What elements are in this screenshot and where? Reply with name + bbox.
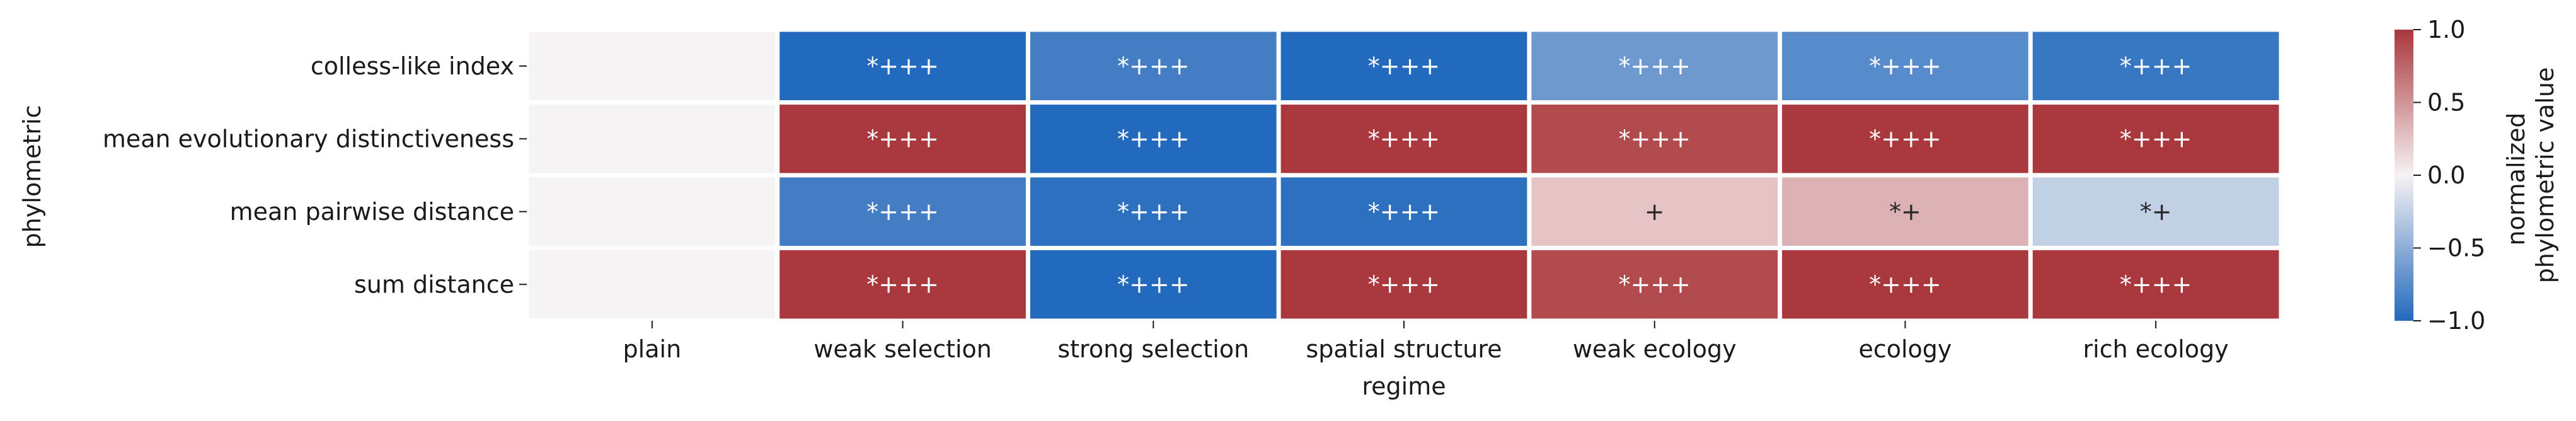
- colorbar: [2395, 30, 2413, 321]
- heatmap-cell-r3-c4: [1531, 250, 1778, 319]
- cell-annotation-r3-c4: *+++: [1618, 270, 1691, 298]
- heatmap-cell-r2-c1: [779, 177, 1026, 246]
- colorbar-tick-label: −0.5: [2427, 234, 2485, 262]
- heatmap-cell-r1-c4: [1531, 105, 1778, 173]
- cell-annotation-r2-c1: *+++: [866, 198, 939, 226]
- heatmap-cell-r0-c6: [2032, 32, 2279, 100]
- cell-annotation-r3-c3: *+++: [1368, 270, 1440, 298]
- heatmap-cell-r0-c2: [1030, 32, 1277, 100]
- cell-annotation-r3-c6: *+++: [2120, 270, 2192, 298]
- cell-annotation-r1-c5: *+++: [1869, 125, 1941, 153]
- colorbar-tick-label: −1.0: [2427, 307, 2485, 335]
- heatmap-cell-r1-c2: [1030, 105, 1277, 173]
- heatmap-cell-r3-c6: [2032, 250, 2279, 319]
- x-tick-label: rich ecology: [2083, 335, 2229, 363]
- colorbar-tick-label: 1.0: [2427, 16, 2465, 43]
- x-axis-label: regime: [1362, 372, 1446, 400]
- y-axis-ticks: colless-like index mean evolutionary dist…: [103, 52, 527, 298]
- heatmap-cell-r2-c0: [529, 177, 776, 246]
- x-tick-label: weak ecology: [1573, 335, 1737, 363]
- heatmap-cell-r0-c3: [1280, 32, 1527, 100]
- cell-annotation-r3-c1: *+++: [866, 270, 939, 298]
- colorbar-ticks: −1.0 −0.5 0.0 0.5 1.0: [2413, 16, 2485, 335]
- y-tick-label: mean pairwise distance: [230, 198, 514, 226]
- heatmap-cell-r3-c5: [1782, 250, 2028, 319]
- heatmap-cell-r0-c1: [779, 32, 1026, 100]
- cell-annotation-r2-c6: *+: [2140, 198, 2172, 226]
- cell-annotation-r0-c5: *+++: [1869, 52, 1941, 80]
- cell-annotation-r2-c3: *+++: [1368, 198, 1440, 226]
- cell-annotation-r2-c5: *+: [1889, 198, 1921, 226]
- y-tick-label: sum distance: [354, 270, 514, 298]
- cell-annotation-r0-c4: *+++: [1618, 52, 1691, 80]
- colorbar-label-line-1: normalized: [2502, 112, 2530, 245]
- heatmap-cell-r2-c6: [2032, 177, 2279, 246]
- heatmap-cells: [529, 32, 2279, 319]
- cell-annotation-r2-c2: *+++: [1117, 198, 1190, 226]
- cell-annotation-r3-c2: *+++: [1117, 270, 1190, 298]
- x-tick-label: strong selection: [1057, 335, 1249, 363]
- cell-annotation-r1-c3: *+++: [1368, 125, 1440, 153]
- cell-annotation-r2-c4: +: [1645, 198, 1665, 226]
- x-tick-label: spatial structure: [1306, 335, 1502, 363]
- heatmap-cell-r0-c5: [1782, 32, 2028, 100]
- heatmap-cell-r1-c5: [1782, 105, 2028, 173]
- heatmap-cell-r2-c5: [1782, 177, 2028, 246]
- heatmap-annotations: *+++ *+++ *+++ *+++ *+++ *+++ *+++ *+++ *+++ *+++…: [866, 52, 2192, 299]
- heatmap-cell-r1-c1: [779, 105, 1026, 173]
- heatmap-cell-r1-c6: [2032, 105, 2279, 173]
- colorbar-tick-label: 0.0: [2427, 161, 2465, 189]
- heatmap-cell-r3-c2: [1030, 250, 1277, 319]
- cell-annotation-r0-c2: *+++: [1117, 52, 1190, 80]
- heatmap-cell-r2-c4: [1531, 177, 1778, 246]
- cell-annotation-r1-c4: *+++: [1618, 125, 1691, 153]
- heatmap-cell-r1-c0: [529, 105, 776, 173]
- heatmap-cell-r2-c3: [1280, 177, 1527, 246]
- x-tick-label: plain: [623, 335, 682, 363]
- colorbar-label-line-2: phylometric value: [2531, 67, 2559, 284]
- cell-annotation-r1-c2: *+++: [1117, 125, 1190, 153]
- cell-annotation-r0-c1: *+++: [866, 52, 939, 80]
- heatmap-cell-r3-c1: [779, 250, 1026, 319]
- y-tick-label: colless-like index: [311, 52, 514, 80]
- x-tick-label: ecology: [1858, 335, 1952, 363]
- cell-annotation-r0-c3: *+++: [1368, 52, 1440, 80]
- heatmap-cell-r0-c4: [1531, 32, 1778, 100]
- colorbar-label: normalized phylometric value: [2502, 67, 2559, 284]
- cell-annotation-r1-c1: *+++: [866, 125, 939, 153]
- heatmap-cell-r3-c3: [1280, 250, 1527, 319]
- colorbar-tick-label: 0.5: [2427, 89, 2465, 117]
- heatmap-cell-r3-c0: [529, 250, 776, 319]
- heatmap-cell-r0-c0: [529, 32, 776, 100]
- heatmap-cell-r2-c2: [1030, 177, 1277, 246]
- cell-annotation-r0-c6: *+++: [2120, 52, 2192, 80]
- cell-annotation-r3-c5: *+++: [1869, 270, 1941, 298]
- y-tick-label: mean evolutionary distinctiveness: [103, 125, 514, 153]
- y-axis-label: phylometric: [18, 105, 46, 248]
- x-axis-ticks: plain weak selection strong selection spati…: [623, 321, 2229, 363]
- cell-annotation-r1-c6: *+++: [2120, 125, 2192, 153]
- x-tick-label: weak selection: [814, 335, 992, 363]
- heatmap-cell-r1-c3: [1280, 105, 1527, 173]
